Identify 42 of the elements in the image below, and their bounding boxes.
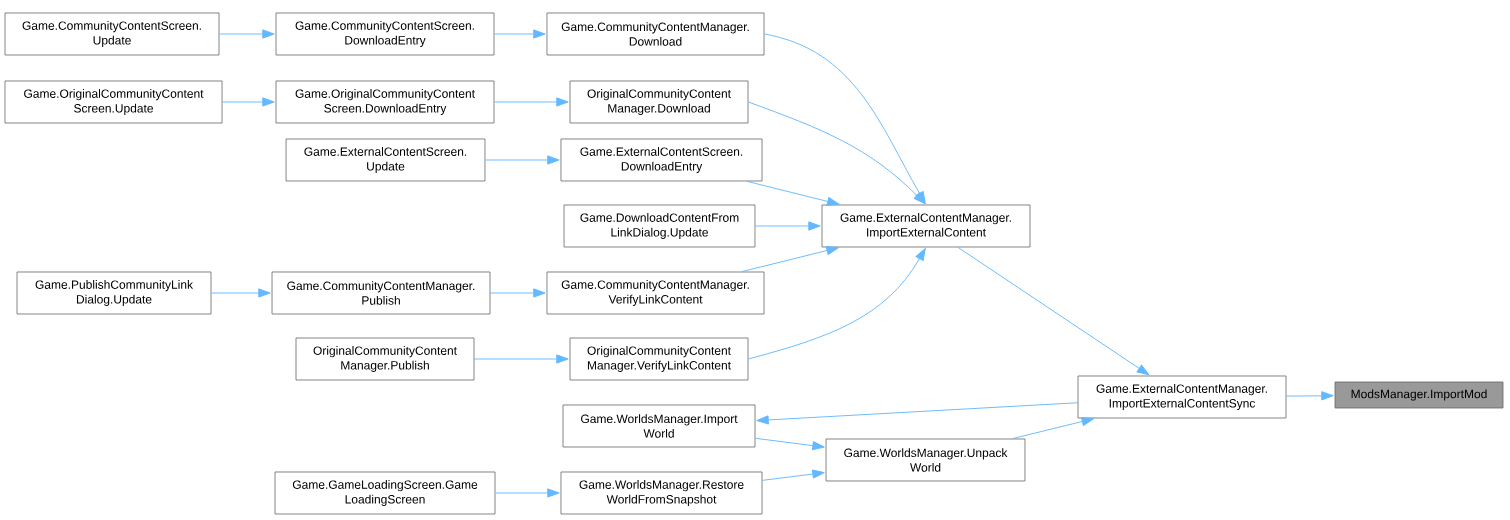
function-box: Game.OriginalCommunityContent Screen.Update xyxy=(4,80,223,124)
arrow xyxy=(1012,417,1094,440)
arrow xyxy=(747,101,926,205)
function-box: Game.ExternalContentManager. ImportExternalContent xyxy=(821,204,1031,248)
arrow xyxy=(747,248,926,360)
arrow xyxy=(756,402,1079,425)
function-box: Game.CommunityContentScreen. DownloadEntry xyxy=(275,12,495,56)
function-box: Game.PublishCommunityLink Dialog.Update xyxy=(16,271,212,315)
arrow xyxy=(741,246,839,273)
function-box: Game.ExternalContentManager. ImportExternalContentSync xyxy=(1077,375,1287,419)
arrow xyxy=(494,488,560,498)
function-box: Game.GameLoadingScreen.Game LoadingScreen xyxy=(274,471,496,515)
function-box: Game.ExternalContentScreen. DownloadEntry xyxy=(560,138,763,182)
function-box: OriginalCommunityContent Manager.Publish xyxy=(295,337,475,381)
function-box: Game.CommunityContentManager. Publish xyxy=(271,271,491,315)
function-box: OriginalCommunityContent Manager.Download xyxy=(569,80,749,124)
arrow xyxy=(218,29,275,39)
function-box: Game.WorldsManager.Unpack World xyxy=(825,438,1026,482)
arrow xyxy=(210,288,271,298)
arrow xyxy=(1285,391,1334,401)
arrow xyxy=(761,469,825,481)
function-box: Game.DownloadContentFrom LinkDialog.Update xyxy=(563,204,756,248)
function-box: Game.CommunityContentManager. VerifyLinkContent xyxy=(546,271,765,315)
highlighted-function-box: ModsManager.ImportMod xyxy=(1334,381,1504,409)
arrow xyxy=(754,221,821,231)
arrow xyxy=(473,354,569,364)
function-box: Game.OriginalCommunityContent Screen.DownloadEntry xyxy=(275,80,495,124)
function-box: Game.ExternalContentScreen. Update xyxy=(285,138,486,182)
arrow xyxy=(493,29,546,39)
arrow xyxy=(746,180,840,206)
function-box: Game.CommunityContentManager. Download xyxy=(546,12,765,56)
arrow xyxy=(222,97,275,107)
function-box: Game.WorldsManager.Import World xyxy=(562,404,756,448)
arrow xyxy=(957,246,1150,376)
arrow xyxy=(493,97,569,107)
function-box: Game.WorldsManager.Restore WorldFromSnapshot xyxy=(560,471,763,515)
function-box: Game.CommunityContentScreen. Update xyxy=(4,12,220,56)
arrow xyxy=(754,437,825,451)
function-box: OriginalCommunityContent Manager.VerifyLinkContent xyxy=(569,337,749,381)
arrow xyxy=(484,155,560,165)
arrow xyxy=(763,33,926,204)
arrow xyxy=(489,288,546,298)
